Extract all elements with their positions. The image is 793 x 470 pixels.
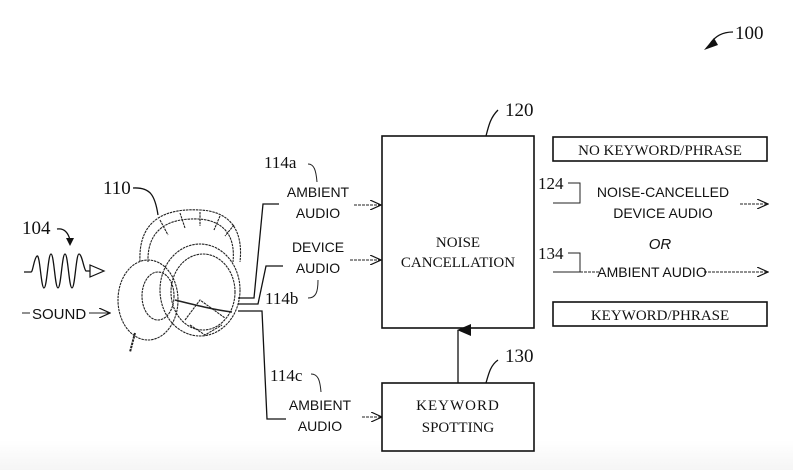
ref-104-label: 104 xyxy=(22,218,51,239)
signal-114a-line1: AMBIENT xyxy=(287,184,350,200)
ref-114b-label: 114b xyxy=(265,289,298,308)
noise-cancellation-line2: CANCELLATION xyxy=(401,255,515,271)
keyword-box xyxy=(552,301,768,327)
signal-114a: 114a AMBIENT AUDIO xyxy=(264,153,381,221)
keyword-spotting-block: KEYWORD SPOTTING 130 xyxy=(381,324,535,452)
noise-cancellation-block: NOISE CANCELLATION 120 xyxy=(381,100,535,329)
headphones-group: 110 xyxy=(103,178,286,420)
ref-100-label: 100 xyxy=(735,23,764,44)
signal-114c-line1: AMBIENT xyxy=(289,397,352,413)
or-label: OR xyxy=(649,236,672,253)
no-keyword-label: NO KEYWORD/PHRASE xyxy=(578,143,742,159)
keyword-spotting-line2: SPOTTING xyxy=(422,420,495,436)
output-b-line1: AMBIENT AUDIO xyxy=(597,264,707,280)
sound-label: SOUND xyxy=(32,306,86,323)
keyword-spotting-box xyxy=(381,382,535,452)
signal-114b: DEVICE AUDIO 114b xyxy=(265,239,381,308)
noise-cancellation-line1: NOISE xyxy=(436,235,480,251)
ref-130-label: 130 xyxy=(505,346,534,367)
keyword-label: KEYWORD/PHRASE xyxy=(591,308,729,324)
ref-114a-label: 114a xyxy=(264,153,297,172)
signal-114a-line2: AUDIO xyxy=(296,205,340,221)
ref-120-label: 120 xyxy=(505,100,534,121)
sound-wave-group: 104 SOUND xyxy=(22,218,110,323)
ref-134-label: 134 xyxy=(538,244,564,263)
outputs-group: NO KEYWORD/PHRASE 124 NOISE-CANCELLED DE… xyxy=(538,136,768,327)
ref-114c-label: 114c xyxy=(270,366,303,385)
no-keyword-box xyxy=(552,136,768,162)
signal-114c: 114c AMBIENT AUDIO xyxy=(270,366,382,434)
sound-wave-icon xyxy=(24,253,90,289)
headphones-icon xyxy=(117,209,242,353)
sound-wave-arrowhead-icon xyxy=(89,264,106,278)
output-a-line1: NOISE-CANCELLED xyxy=(597,184,729,200)
keyword-spotting-line1: KEYWORD xyxy=(416,398,500,414)
signal-114c-line2: AUDIO xyxy=(298,418,342,434)
ref-104-arrow-icon xyxy=(66,238,74,246)
output-a-line2: DEVICE AUDIO xyxy=(613,205,713,221)
noise-cancellation-box xyxy=(381,135,535,329)
signal-114b-line1: DEVICE xyxy=(292,239,344,255)
ref-124-label: 124 xyxy=(538,174,564,193)
signal-114b-line2: AUDIO xyxy=(296,260,340,276)
ref-100-arrow-icon xyxy=(704,38,718,50)
ref-100: 100 xyxy=(704,23,764,50)
ref-110-label: 110 xyxy=(103,178,131,199)
